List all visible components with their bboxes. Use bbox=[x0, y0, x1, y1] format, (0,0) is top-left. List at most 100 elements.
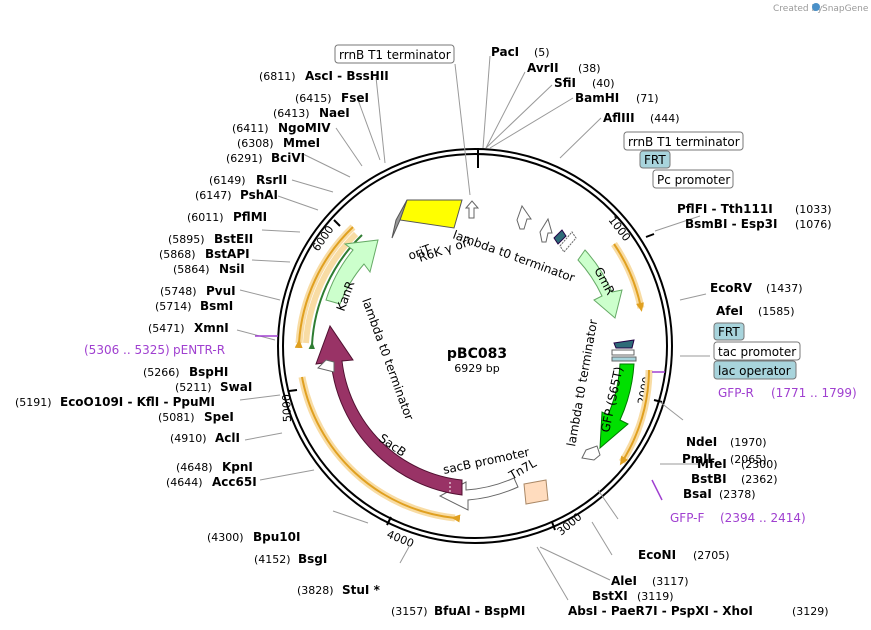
enzyme-position: (40) bbox=[592, 77, 615, 90]
plasmid-name: pBC083 bbox=[447, 346, 507, 362]
tac-promoter-feature[interactable] bbox=[611, 349, 635, 356]
enzyme-name: BamHI bbox=[575, 91, 619, 105]
tick-mark bbox=[551, 521, 556, 531]
enzyme-position: (4648) bbox=[176, 461, 213, 474]
lac-operator-feature[interactable] bbox=[611, 356, 637, 362]
tick-label-4000: 4000 bbox=[385, 528, 416, 551]
enzyme-position: (5864) bbox=[173, 263, 210, 276]
tick-label-3000: 3000 bbox=[555, 510, 585, 538]
orf-arc-gfp bbox=[619, 369, 650, 466]
enzyme-name: SwaI bbox=[220, 380, 252, 394]
frt-feature[interactable] bbox=[553, 229, 567, 245]
enzyme-name: BciVI bbox=[271, 151, 305, 165]
enzyme-name: MmeI bbox=[283, 136, 320, 150]
enzyme-name: BstXI bbox=[592, 589, 628, 603]
enzyme-position: (5748) bbox=[160, 285, 197, 298]
boxed-label-pc-promoter: Pc promoter bbox=[652, 169, 734, 189]
orf-arc-kanr bbox=[294, 226, 354, 349]
enzyme-name: AvrII bbox=[527, 61, 559, 75]
enzyme-name: Bpu10I bbox=[253, 530, 300, 544]
tn7l-feature[interactable] bbox=[523, 479, 549, 505]
snapgene-logo-icon bbox=[812, 3, 820, 11]
pc-promoter-feature[interactable] bbox=[559, 231, 577, 253]
lambda-t0-terminator-2-label: lambda t0 terminator bbox=[564, 318, 600, 447]
enzyme-position: (6413) bbox=[273, 107, 310, 120]
r6k-ori-feature[interactable] bbox=[391, 199, 408, 239]
boxed-label-tac-promoter: tac promoter bbox=[713, 341, 801, 361]
orit-feature[interactable] bbox=[399, 199, 463, 229]
enzyme-name: XmnI bbox=[194, 321, 229, 335]
tick-mark bbox=[653, 399, 663, 403]
enzyme-name: BsmBI - Esp3I bbox=[685, 217, 777, 231]
enzyme-name: PflFI - Tth111I bbox=[677, 202, 773, 216]
lambda-t0-terminator-feature[interactable] bbox=[516, 204, 532, 230]
rrnb-terminator-feature[interactable] bbox=[464, 200, 480, 219]
tick-mark bbox=[386, 516, 392, 526]
enzyme-name: PmlI bbox=[682, 452, 712, 466]
lambda-t0-terminator-2-feature[interactable] bbox=[581, 445, 601, 461]
enzyme-position: (1585) bbox=[758, 305, 795, 318]
kanr-feature[interactable] bbox=[325, 239, 379, 305]
enzyme-name: NsiI bbox=[219, 262, 245, 276]
enzyme-position: (5266) bbox=[143, 366, 180, 379]
enzyme-name: AleI bbox=[611, 574, 637, 588]
enzyme-position: (6147) bbox=[195, 189, 232, 202]
enzyme-position: (1437) bbox=[766, 282, 803, 295]
boxed-label-lac-operator: lac operator bbox=[713, 360, 797, 380]
rrnb-terminator-2-feature[interactable] bbox=[539, 217, 553, 243]
label-text: lac operator bbox=[718, 364, 791, 378]
sacb-feature[interactable] bbox=[315, 324, 463, 496]
enzyme-position: (444) bbox=[650, 112, 680, 125]
primer-range: (5306 .. 5325) bbox=[84, 343, 170, 357]
enzyme-name: BspHI bbox=[189, 365, 228, 379]
orf-arc-gmr bbox=[613, 243, 644, 312]
label-box bbox=[623, 131, 744, 151]
enzyme-position: (4152) bbox=[254, 553, 291, 566]
credit-brand: SnapGene bbox=[822, 4, 869, 14]
enzyme-name: BstBI bbox=[691, 472, 727, 486]
enzyme-position: (5471) bbox=[148, 322, 185, 335]
enzyme-name: BstAPI bbox=[205, 247, 250, 261]
enzyme-position: (2065) bbox=[730, 453, 767, 466]
enzyme-name: Acc65I bbox=[212, 475, 257, 489]
enzyme-position: (1033) bbox=[795, 203, 832, 216]
boxed-label-rrnb-1: rrnB T1 terminator bbox=[334, 44, 455, 64]
enzyme-position: (2362) bbox=[741, 473, 778, 486]
enzyme-name: BsaI bbox=[683, 487, 712, 501]
enzyme-position: (5714) bbox=[155, 300, 192, 313]
boxed-label-rrnb-2: rrnB T1 terminator bbox=[623, 131, 744, 151]
enzyme-position: (6291) bbox=[226, 152, 263, 165]
enzyme-position: (5081) bbox=[158, 411, 195, 424]
enzyme-position: (3119) bbox=[637, 590, 674, 603]
primer-name: GFP-R bbox=[718, 386, 754, 400]
tick-mark bbox=[333, 219, 341, 227]
enzyme-position: (6149) bbox=[209, 174, 246, 187]
enzyme-position: (2705) bbox=[693, 549, 730, 562]
enzyme-name: AscI - BssHII bbox=[305, 69, 389, 83]
enzyme-position: (5868) bbox=[159, 248, 196, 261]
enzyme-name: KpnI bbox=[222, 460, 253, 474]
enzyme-name: BsmI bbox=[200, 299, 233, 313]
leader-lines bbox=[236, 55, 710, 601]
label-box bbox=[713, 360, 797, 380]
enzyme-position: (5211) bbox=[175, 381, 212, 394]
label-text: FRT bbox=[718, 325, 740, 339]
credit-text: Created by bbox=[773, 4, 823, 14]
enzyme-position: (4644) bbox=[166, 476, 203, 489]
boxed-label-frt-1: FRT bbox=[639, 150, 671, 169]
primer-lines bbox=[255, 335, 665, 501]
tick-label-1000: 1000 bbox=[606, 214, 633, 244]
gmr-feature[interactable] bbox=[577, 249, 623, 319]
label-box bbox=[713, 341, 801, 361]
tick-label-5000: 5000 bbox=[280, 394, 294, 422]
enzyme-name: NdeI bbox=[686, 435, 717, 449]
gfp-feature[interactable] bbox=[599, 363, 635, 450]
enzyme-name: BsgI bbox=[298, 552, 327, 566]
frt-2-feature[interactable] bbox=[613, 339, 635, 349]
lambda-t0-terminator-3-feature[interactable] bbox=[317, 359, 335, 373]
enzyme-position: (5) bbox=[534, 46, 550, 59]
enzyme-position: (6308) bbox=[237, 137, 274, 150]
enzyme-position: (2300) bbox=[741, 458, 778, 471]
enzyme-name: SfiI bbox=[554, 76, 576, 90]
